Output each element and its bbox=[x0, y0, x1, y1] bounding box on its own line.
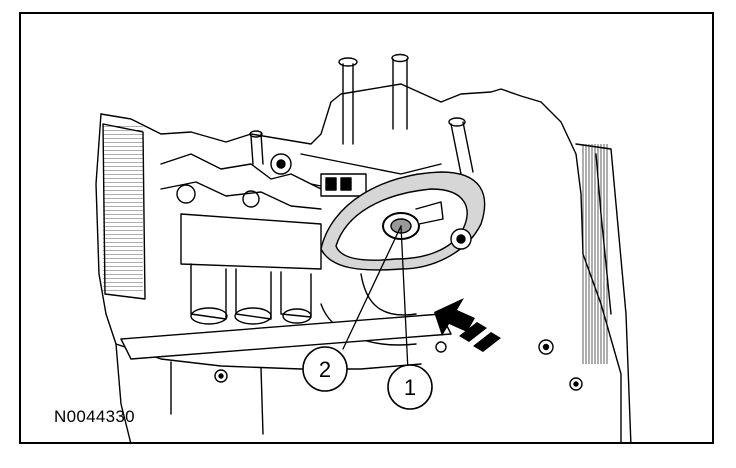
direction-arrow-icon bbox=[434, 298, 501, 352]
figure-id-label: N0044330 bbox=[54, 407, 135, 426]
engine-illustration: 2 1 bbox=[95, 53, 632, 442]
sensor-plate bbox=[320, 171, 486, 346]
bolts bbox=[249, 53, 474, 175]
callout-2-label: 2 bbox=[319, 357, 331, 382]
callout-1: 1 bbox=[387, 364, 433, 410]
lower-rail bbox=[120, 313, 583, 391]
callout-2: 2 bbox=[302, 346, 348, 392]
camshaft-assembly bbox=[160, 153, 322, 325]
figure-frame: 2 1 N0044330 bbox=[19, 12, 714, 444]
callout-leaders bbox=[342, 225, 409, 372]
callout-1-label: 1 bbox=[404, 375, 416, 400]
